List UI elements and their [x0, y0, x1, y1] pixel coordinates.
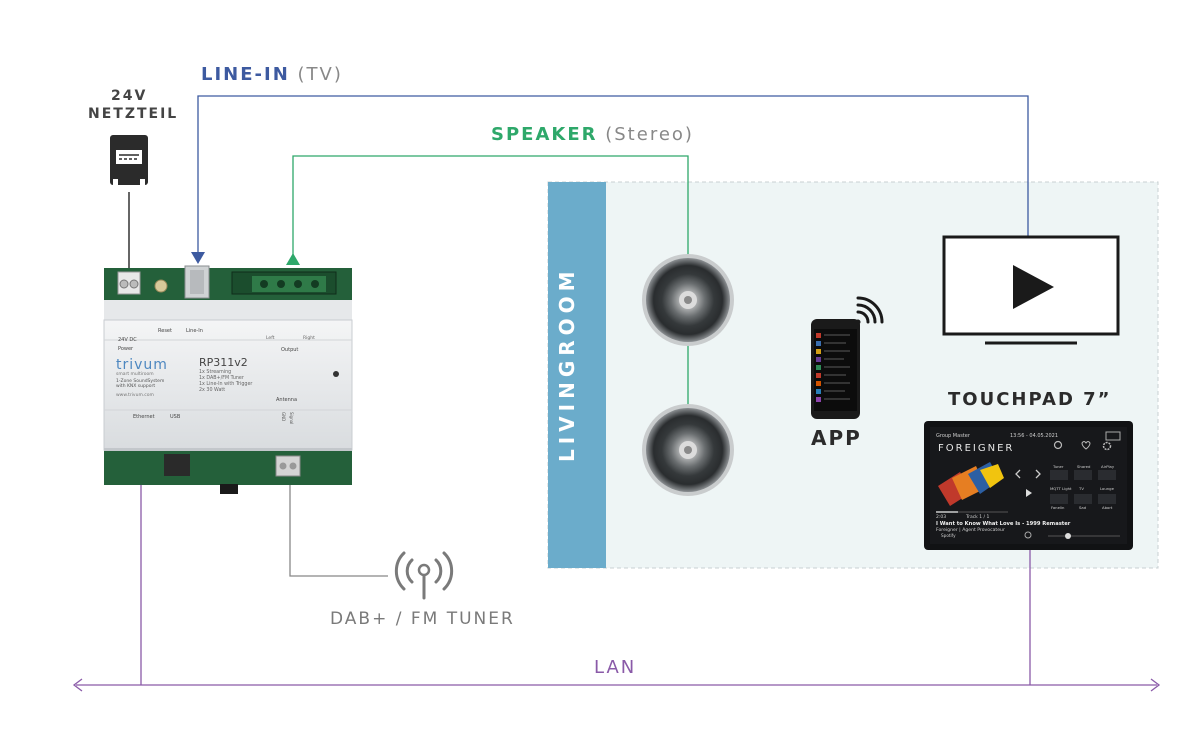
- feature-2: 1x DAB+/FM Tuner: [199, 375, 244, 381]
- touchpad-artist-logo: FOREIGNER: [938, 443, 1014, 454]
- feature-1: 1x Streaming: [199, 369, 231, 375]
- feature-3: 1x Line-In with Trigger: [199, 381, 252, 387]
- line-in-title: LINE-IN: [201, 64, 290, 85]
- psu-icon: [110, 135, 148, 187]
- touchpad-grid-label: MQTT Light: [1050, 486, 1072, 491]
- line-in-label: LINE-IN (TV): [201, 64, 343, 85]
- touchpad-power-icon: [1024, 531, 1032, 539]
- speaker-wire: [292, 155, 689, 262]
- port-power-label: Power: [118, 346, 134, 352]
- port-gnd-label: GND: [281, 412, 286, 421]
- brand-url: www.trivum.com: [116, 392, 154, 398]
- touchpad-grid-label: Shared: [1077, 464, 1091, 469]
- port-signal-label: Signal: [289, 412, 294, 424]
- touchpad-heart-icon: [1081, 441, 1091, 450]
- psu-label-line2: NETZTEIL: [88, 106, 179, 122]
- touchpad-grid-label: Lounge: [1100, 486, 1115, 491]
- port-right-label: Right: [303, 335, 315, 341]
- touchpad-track-no: Track 1 / 1: [965, 514, 989, 520]
- brand-sub1: smart multiroom: [116, 371, 154, 377]
- antenna-icon: [394, 551, 454, 600]
- speaker-label: SPEAKER (Stereo): [491, 124, 694, 145]
- line-in-note: (TV): [297, 64, 343, 85]
- lan-arrow-left: [72, 678, 83, 692]
- speaker-right: [642, 404, 734, 496]
- port-usb-label: USB: [170, 414, 181, 420]
- touchpad-track-artist: Foreigner | Agent Provocateur: [936, 527, 1005, 533]
- touchpad-source: Spotify: [941, 533, 956, 538]
- room-label: LIVINGROOM: [555, 266, 579, 462]
- touchpad-elapsed: 2:03: [936, 514, 946, 520]
- touchpad-grid-label: Tuner: [1052, 464, 1064, 469]
- line-in-wire: [197, 95, 1029, 254]
- line-in-arrow: [191, 252, 205, 264]
- play-icon: [1013, 265, 1054, 309]
- touchpad-play-icon: [1026, 489, 1032, 497]
- port-linein-label: Line-In: [186, 328, 203, 334]
- rp311v2-device: [103, 265, 353, 494]
- touchpad-device: [924, 421, 1133, 550]
- touchpad-grid-label: AirPlay: [1101, 464, 1115, 469]
- smartphone: [811, 319, 860, 419]
- touchpad-grid-label: Abort: [1102, 505, 1113, 510]
- touchpad-search-icon: [1053, 440, 1063, 450]
- touchpad-track-title: I Want to Know What Love Is - 1999 Remas…: [936, 521, 1071, 527]
- speaker-left: [642, 254, 734, 346]
- speaker-note: (Stereo): [605, 124, 694, 145]
- feature-4: 2x 30 Watt: [199, 387, 225, 393]
- port-antenna-label: Antenna: [276, 397, 297, 403]
- brand-sub3: with KNX support: [116, 383, 155, 389]
- touchpad-prev-icon: [1015, 469, 1021, 479]
- brand-sub2: 1-Zone SoundSystem: [116, 378, 164, 384]
- speaker-arrow: [286, 253, 300, 265]
- brand-logo: trivum: [116, 357, 168, 373]
- lan-arrow-right: [1150, 678, 1161, 692]
- album-art: [938, 462, 1004, 506]
- lan-label: LAN: [594, 657, 637, 678]
- port-left-label: Left: [266, 335, 275, 341]
- port-24vdc-label: 24V DC: [118, 337, 137, 343]
- touchpad-grid-label: Sad: [1079, 505, 1087, 510]
- port-ethernet-label: Ethernet: [133, 414, 155, 420]
- model-label: RP311v2: [199, 356, 248, 369]
- app-label: APP: [811, 426, 862, 450]
- touchpad-zone: Group Master: [936, 433, 971, 439]
- touchpad-time: 13:56 - 04.05.2021: [1010, 433, 1058, 439]
- touchpad-next-icon: [1035, 469, 1041, 479]
- touchpad-grid-label: TV: [1078, 486, 1084, 491]
- speaker-title: SPEAKER: [491, 124, 598, 145]
- livingroom-band: [548, 182, 606, 568]
- tv-icon: [942, 235, 1120, 345]
- port-output-label: Output: [281, 347, 298, 353]
- tuner-label: DAB+ / FM TUNER: [330, 609, 515, 629]
- touchpad-grid-label: Fanelin: [1051, 505, 1065, 510]
- touchpad-gear-icon: [1102, 441, 1112, 451]
- tuner-wire: [289, 480, 388, 577]
- wifi-icon: [855, 296, 884, 325]
- psu-label-line1: 24V: [111, 88, 148, 104]
- touchpad-label: TOUCHPAD 7”: [948, 389, 1112, 410]
- port-reset-label: Reset: [158, 328, 172, 334]
